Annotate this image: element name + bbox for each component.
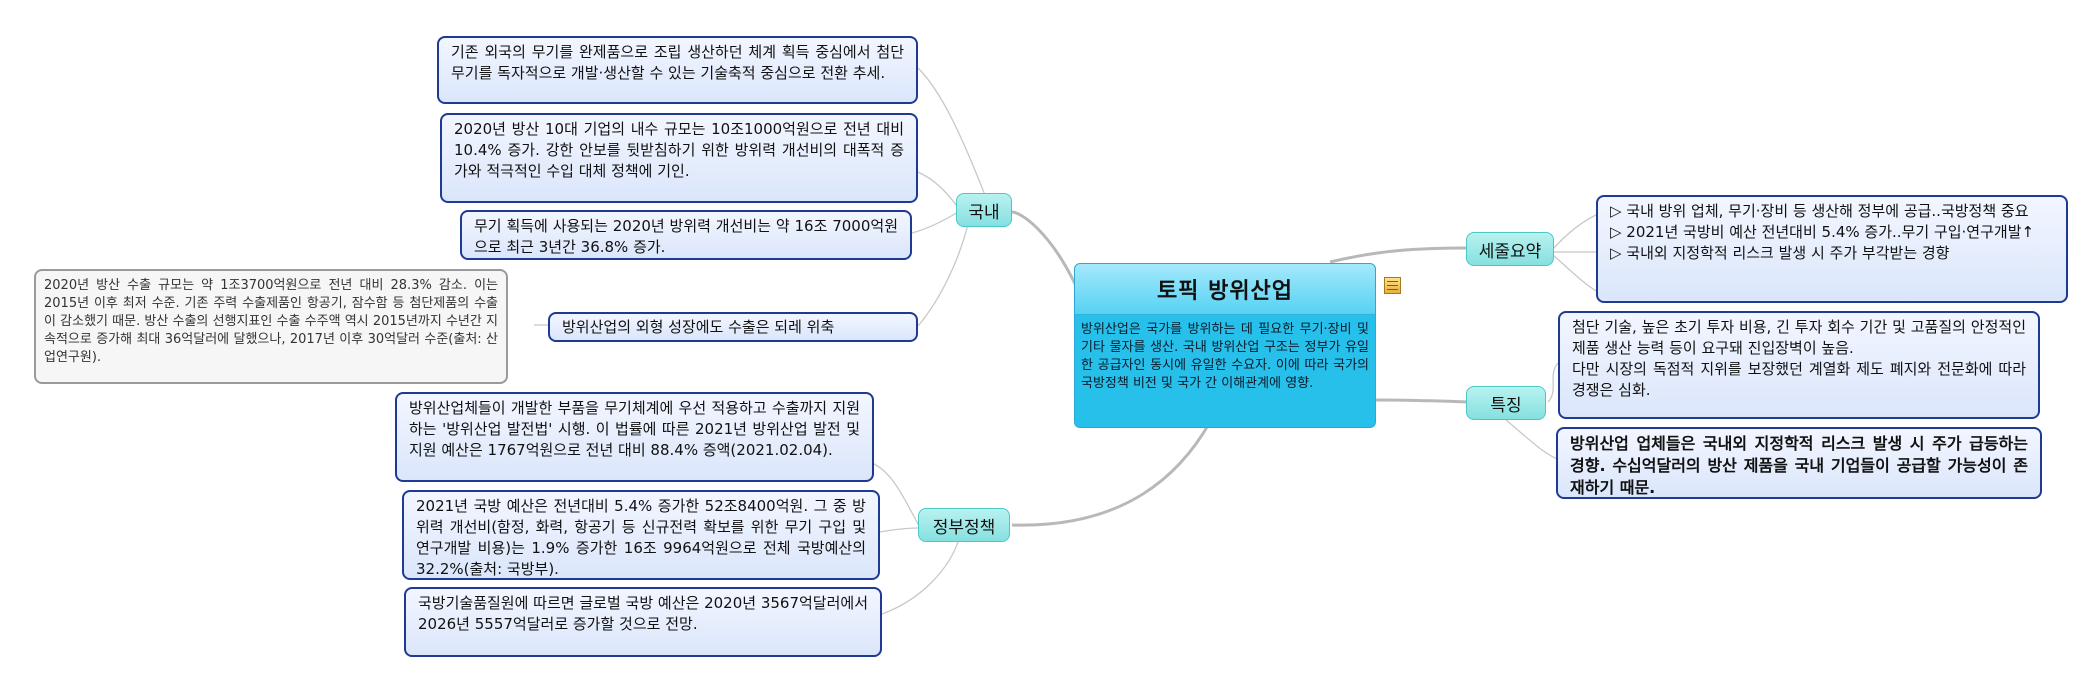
policy-item-2: 2021년 국방 예산은 전년대비 5.4% 증가한 52조8400억원. 그 … <box>402 490 880 580</box>
link-policy-3 <box>881 535 961 615</box>
summary-line-2: ▷ 2021년 국방비 예산 전년대비 5.4% 증가..무기 구입·연구개발↑ <box>1610 223 2035 241</box>
policy-item-1: 방위산업체들이 개발한 부품을 무기체계에 우선 적용하고 수출까지 지원하는 … <box>395 392 874 482</box>
branch-domestic[interactable]: 국내 <box>956 193 1012 227</box>
domestic-item-2: 2020년 방산 10대 기업의 내수 규모는 10조1000억원으로 전년 대… <box>440 113 918 203</box>
root-title: 토픽 방위산업 <box>1075 264 1375 315</box>
link-policy-2 <box>873 527 921 534</box>
summary-box: ▷ 국내 방위 업체, 무기·장비 등 생산해 정부에 공급..국방정책 중요 … <box>1596 195 2068 303</box>
export-detail-note: 2020년 방산 수출 규모는 약 1조3700억원으로 전년 대비 28.3%… <box>34 269 508 384</box>
summary-line-3: ▷ 국내외 지정학적 리스크 발생 시 주가 부각받는 경향 <box>1610 244 1950 262</box>
link-domestic-1 <box>917 67 991 209</box>
link-summary-3 <box>1551 253 1599 293</box>
link-features-2 <box>1505 419 1561 461</box>
branch-policy[interactable]: 정부정책 <box>918 508 1010 542</box>
link-policy-1 <box>869 461 921 529</box>
domestic-item-4: 방위산업의 외형 성장에도 수출은 되레 위축 <box>548 312 918 342</box>
link-domestic-4 <box>917 215 971 327</box>
features-line-2: 다만 시장의 독점적 지위를 보장했던 계열화 제도 폐지와 전문화에 따라 경… <box>1572 360 2026 399</box>
domestic-item-3: 무기 획득에 사용되는 2020년 방위력 개선비는 약 16조 7000억원으… <box>460 210 912 260</box>
features-box: 첨단 기술, 높은 초기 투자 비용, 긴 투자 회수 기간 및 고품질의 안정… <box>1558 311 2040 419</box>
root-description: 방위산업은 국가를 방위하는 데 필요한 무기·장비 및 기타 물자를 생산. … <box>1081 322 1369 391</box>
branch-summary[interactable]: 세줄요약 <box>1466 232 1554 266</box>
link-root-domestic <box>1011 210 1080 291</box>
link-root-features <box>1373 398 1469 404</box>
link-summary-1 <box>1551 213 1599 251</box>
root-topic[interactable]: 토픽 방위산업 방위산업은 국가를 방위하는 데 필요한 무기·장비 및 기타 … <box>1074 263 1376 428</box>
policy-item-3: 국방기술품질원에 따르면 글로벌 국방 예산은 2020년 3567억달러에서 … <box>404 587 882 657</box>
note-icon[interactable] <box>1384 277 1401 294</box>
link-root-policy <box>1011 421 1212 527</box>
features-line-1: 첨단 기술, 높은 초기 투자 비용, 긴 투자 회수 기간 및 고품질의 안정… <box>1572 318 2026 357</box>
link-domestic-3 <box>911 211 959 234</box>
link-domestic-2 <box>917 171 961 211</box>
domestic-item-1: 기존 외국의 무기를 완제품으로 조립 생산하던 체계 획득 중심에서 첨단무기… <box>437 36 918 104</box>
branch-features[interactable]: 특징 <box>1466 386 1546 420</box>
summary-line-1: ▷ 국내 방위 업체, 무기·장비 등 생산해 정부에 공급..국방정책 중요 <box>1610 202 2029 220</box>
link-root-summary <box>1329 246 1469 264</box>
features-highlight: 방위산업 업체들은 국내외 지정학적 리스크 발생 시 주가 급등하는 경향. … <box>1556 427 2042 499</box>
